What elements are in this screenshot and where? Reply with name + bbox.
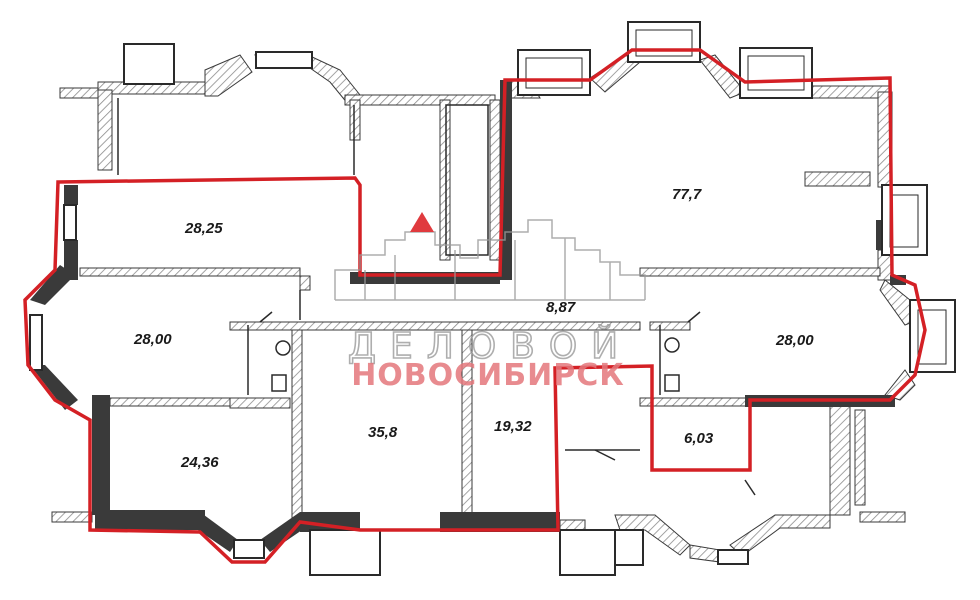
room-area-label: 28,25	[184, 220, 223, 237]
room-area-label: 28,00	[133, 331, 172, 348]
room-labels: 28,25 77,7 8,87 28,00 28,00 35,8 19,32 2…	[133, 186, 814, 471]
room-area-label: 6,03	[684, 430, 714, 447]
unit-outline-left	[23, 48, 927, 564]
watermark-line1: ДЕЛОВОЙ	[348, 325, 632, 367]
solid-walls	[30, 80, 906, 552]
room-area-label: 19,32	[494, 418, 532, 435]
watermark-line2: НОВОСИБИРСК	[351, 358, 625, 393]
room-area-label: 77,7	[672, 186, 702, 203]
unit-outlines	[23, 48, 927, 564]
room-area-label: 35,8	[368, 424, 398, 441]
watermark-roof-icon	[410, 212, 434, 232]
room-area-label: 24,36	[180, 454, 219, 471]
watermark-skyline-logo	[334, 219, 646, 301]
room-area-label: 28,00	[775, 332, 814, 349]
walls	[51, 45, 919, 563]
room-area-label: 8,87	[546, 299, 576, 316]
watermark: ДЕЛОВОЙ НОВОСИБИРСК	[334, 212, 646, 393]
interior-lines	[117, 98, 756, 496]
windows	[29, 21, 956, 576]
